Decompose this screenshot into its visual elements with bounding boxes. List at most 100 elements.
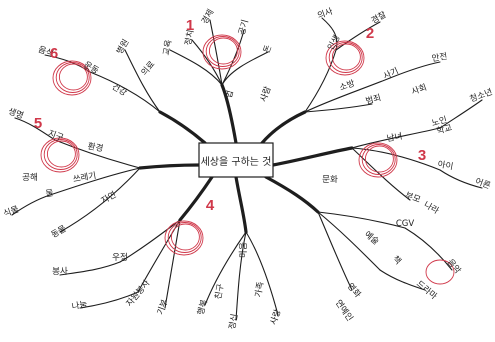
highlight-circle-3 [364, 145, 394, 173]
main-branch-1 [260, 110, 307, 145]
label-lower_left-4: 자원봉사 [125, 278, 153, 309]
annotation-number-3: 3 [418, 147, 426, 164]
highlight-circle-6 [58, 63, 88, 91]
main-branch-5 [178, 175, 214, 222]
label-lower_left-3: 기부 [156, 298, 171, 316]
label-bottom-3: 행복 [195, 298, 210, 316]
label-lower_right-4: 드라마 [414, 279, 439, 302]
main-branch-0 [220, 83, 238, 145]
label-top-0: 경제 [199, 7, 216, 26]
annotation-number-6: 6 [50, 45, 58, 62]
label-bottom-4: 가족 [254, 281, 267, 298]
label-left-8: 공해 [22, 173, 38, 183]
sub-branch-31 [59, 167, 141, 233]
sub-branch-16 [317, 211, 381, 271]
highlight-circle-4 [170, 223, 200, 251]
sub-branch-23 [204, 231, 247, 306]
highlight-circle-6 [52, 60, 92, 96]
sub-branch-0 [209, 19, 223, 86]
sub-branch-11 [351, 127, 441, 149]
highlight-circle-2 [325, 40, 365, 76]
label-left-0: 환경 [87, 141, 104, 155]
label-bottom-2: 사랑 [268, 308, 284, 327]
label-upper_right-8: 학교 [435, 122, 453, 137]
sub-branch-6 [304, 77, 391, 113]
label-lower_right-6: 책 [390, 254, 403, 267]
label-lower_right-5: 음악 [445, 257, 464, 276]
label-lower_right-7: 연예인 [333, 298, 355, 324]
sub-branch-14 [439, 99, 483, 129]
highlight-circle-2 [331, 43, 361, 71]
main-branch-4 [234, 175, 248, 234]
annotation-number-5: 5 [34, 115, 42, 132]
label-left-2: 생명 [7, 106, 25, 122]
highlight-circle-2 [328, 42, 363, 73]
sub-branch-26 [164, 219, 181, 309]
sub-branch-15 [439, 169, 483, 189]
sub-branch-8 [335, 21, 381, 51]
highlight-circle-3 [358, 142, 398, 178]
highlight-circle-1 [202, 34, 242, 70]
label-upper_right-1: 의사 [316, 6, 335, 22]
highlight-circle-6 [55, 62, 90, 93]
sub-branch-4 [191, 39, 223, 86]
sub-branch-24 [119, 219, 181, 263]
highlight-circle-1 [205, 36, 240, 67]
label-lower_right-1: 예술 [362, 229, 381, 248]
label-left-4: 식물 [2, 205, 20, 220]
label-top-3: 교육 [162, 39, 175, 56]
label-upper_right-7: 사회 [410, 83, 428, 98]
label-lower_right-3: CGV [396, 219, 415, 229]
highlight-circle-4 [164, 220, 204, 256]
sub-branch-18 [317, 211, 406, 229]
sub-branch-5 [304, 49, 337, 113]
annotation-number-1: 1 [186, 17, 194, 34]
sub-branch-21 [235, 231, 247, 321]
label-top-5: 법 [223, 89, 236, 99]
label-right-2: 청소년 [468, 86, 494, 104]
label-left-3: 물 [45, 188, 55, 199]
label-upper_right-5: 범죄 [364, 92, 382, 107]
label-lower_right-0: 문화 [322, 175, 338, 185]
sub-branch-22 [245, 231, 279, 316]
label-lower_left-2: 나눔 [71, 300, 88, 313]
label-top-4: 정치 [183, 29, 197, 46]
main-branch-6 [138, 163, 201, 170]
branch-lines [11, 17, 483, 321]
label-lower_left-1: 봉사 [52, 267, 68, 277]
label-top-2: 돈 [262, 44, 274, 55]
sub-branch-34 [89, 71, 161, 113]
sub-branch-19 [379, 269, 426, 291]
main-branch-7 [158, 110, 207, 145]
highlight-circle-extra [425, 259, 455, 285]
sub-branch-10 [389, 61, 441, 79]
sub-branch-7 [304, 103, 373, 113]
label-lower_left-0: 우정 [112, 252, 128, 263]
sub-branch-28 [79, 291, 139, 309]
label-upper_left-1: 운동 [82, 60, 101, 77]
label-upper_right-6: 안전 [431, 51, 448, 65]
highlight-circle-5 [40, 137, 80, 173]
highlight-circle-1 [208, 37, 238, 65]
sub-branch-17 [317, 211, 353, 291]
annotation-number-2: 2 [366, 25, 374, 42]
label-top-6: 사람 [259, 85, 274, 103]
main-branch-3 [264, 175, 320, 214]
sub-branch-1 [221, 29, 245, 86]
highlight-circles [40, 34, 455, 285]
sub-branch-33 [11, 194, 51, 216]
annotation-number-4: 4 [206, 197, 215, 214]
label-bottom-5: 친구 [213, 283, 227, 300]
highlight-circle-5 [46, 140, 76, 168]
label-lower_right-2: 영화 [345, 281, 364, 300]
label-bottom-1: 정신 [227, 313, 241, 330]
label-right-0: 남녀 [386, 132, 403, 145]
label-upper_left-4: 의료 [139, 59, 158, 78]
label-right-1: 노인 [430, 114, 448, 129]
label-upper_right-0: 인생 [325, 33, 342, 52]
sub-branch-30 [49, 167, 141, 196]
label-left-7: 쓰레기 [72, 171, 97, 185]
sub-branch-2 [221, 51, 269, 86]
label-upper_right-3: 소방 [338, 78, 357, 94]
